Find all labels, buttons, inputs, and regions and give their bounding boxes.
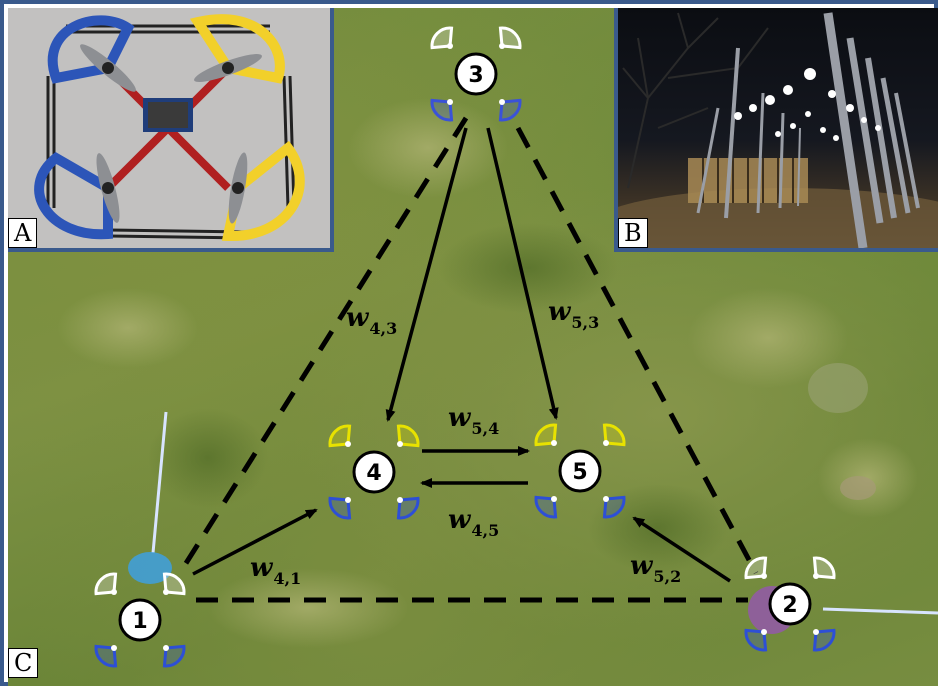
interaction-arrows — [192, 127, 731, 583]
arrow-3-to-5 — [486, 127, 559, 420]
node-label: 2 — [782, 593, 797, 618]
formation-overlay: 1 2 3 4 5 w4,3 w5,3 w5,4 w4,5 w4,1 w5,2 — [58, 26, 938, 668]
weight-label-w43: w4,3 — [346, 303, 397, 338]
tether-line — [822, 607, 938, 615]
panel-a-label: A — [8, 218, 38, 248]
weight-label-w41: w4,1 — [250, 553, 301, 588]
node-label: 5 — [572, 460, 587, 485]
node-label: 1 — [132, 609, 147, 634]
arrow-1-to-4 — [192, 508, 318, 576]
formation-triangle — [180, 116, 759, 603]
weight-label-w45: w4,5 — [448, 505, 499, 540]
node-1: 1 — [118, 598, 162, 642]
panel-b-night-facility-photo: B — [614, 8, 938, 252]
node-4: 4 — [352, 450, 396, 494]
quadrotor-drone — [328, 424, 420, 520]
weight-label-w54: w5,4 — [448, 403, 499, 438]
quadrotor-drone — [430, 26, 522, 122]
arrow-3-to-4 — [385, 127, 468, 422]
quadrotor-drone — [94, 552, 186, 668]
panel-c-label: C — [8, 648, 39, 678]
facility-illustration — [618, 12, 938, 248]
node-label: 3 — [468, 63, 483, 88]
node-circle — [558, 449, 602, 493]
weight-label-w52: w5,2 — [630, 551, 681, 586]
node-2: 2 — [768, 582, 812, 626]
quadrotor-drone — [534, 423, 626, 519]
node-circle — [454, 52, 498, 96]
panel-b-label: B — [618, 218, 648, 248]
node-circle — [768, 582, 812, 626]
node-circle — [352, 450, 396, 494]
weight-label-w53: w5,3 — [548, 297, 599, 332]
tether-line — [151, 411, 168, 554]
node-label: 4 — [366, 461, 381, 486]
node-5: 5 — [558, 449, 602, 493]
arrow-2-to-5 — [632, 516, 731, 583]
quadrotor-illustration — [8, 8, 330, 248]
panel-a-quadrotor-photo: A — [8, 8, 334, 252]
node-3: 3 — [454, 52, 498, 96]
node-circle — [118, 598, 162, 642]
